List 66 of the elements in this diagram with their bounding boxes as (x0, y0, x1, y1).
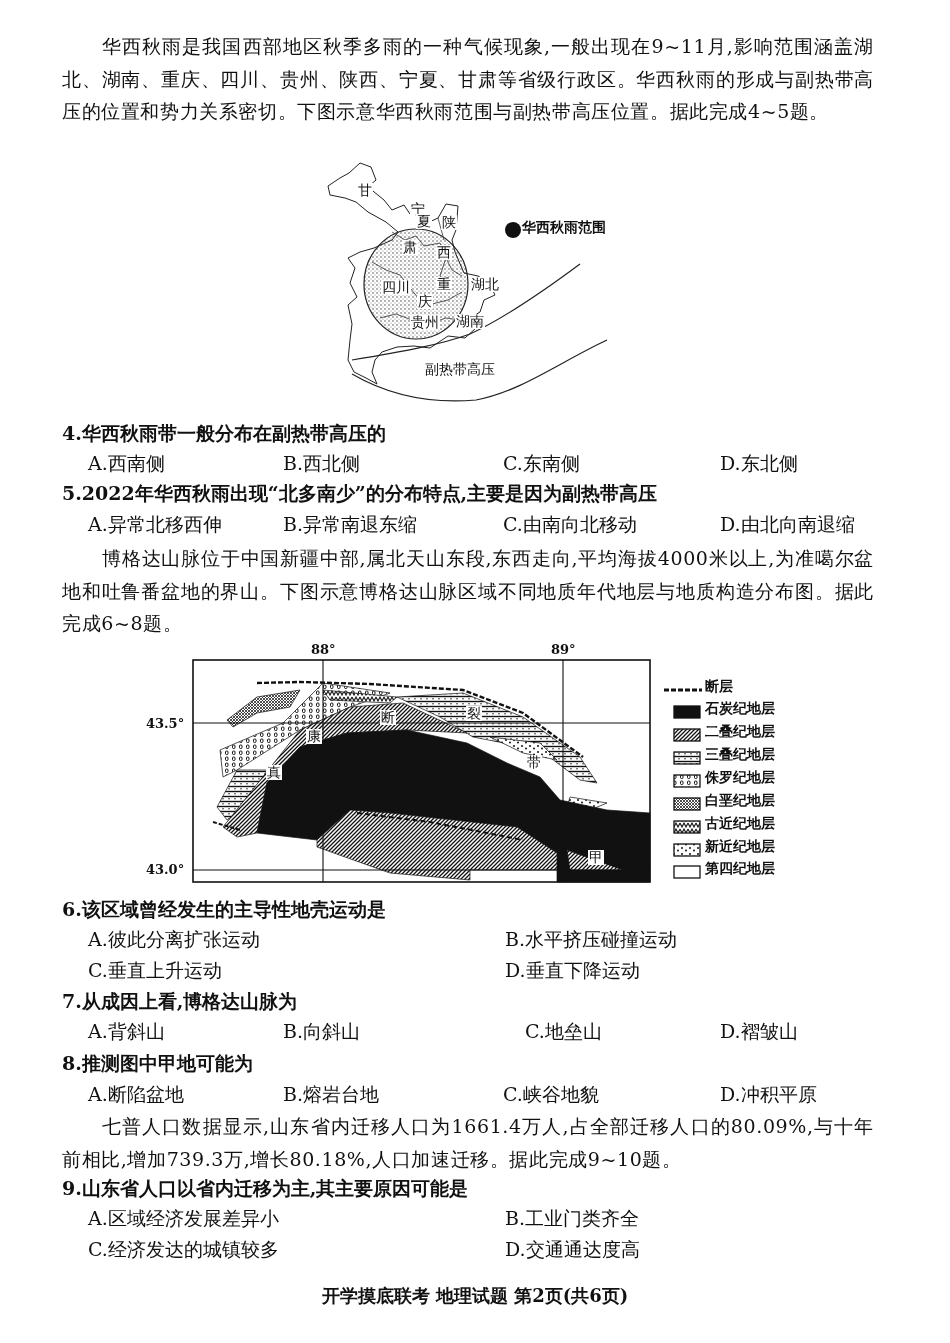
answer-option: C.由南向北移动 (503, 512, 637, 538)
answer-option: D.由北向南退缩 (720, 512, 855, 538)
map-label: 庆 (417, 294, 433, 309)
map-label: 断 (380, 710, 396, 725)
legend-label: 二叠纪地层 (705, 723, 775, 741)
answer-option: C.地垒山 (525, 1019, 602, 1045)
answer-option: D.东北侧 (720, 451, 798, 477)
answer-option: D.冲积平原 (720, 1082, 817, 1108)
passage-text: 博格达山脉位于中国新疆中部,属北天山东段,东西走向,平均海拔4000米以上,为准噶尔盆地和吐鲁番盆地的界山。下图示意博格达山脉区域不同地质年代地层与地质构造分布图。据此完成6~8题。 (62, 546, 874, 636)
page-footer: 开学摸底联考 地理试题 第2页(共6页) (321, 1285, 629, 1306)
answer-option: A.彼此分离扩张运动 (88, 927, 260, 953)
answer-option: D.褶皱山 (720, 1019, 798, 1045)
map-label: 带 (526, 755, 542, 770)
answer-option: B.工业门类齐全 (505, 1206, 639, 1232)
map-label: 西 (436, 245, 452, 260)
answer-option: B.向斜山 (283, 1019, 360, 1045)
map-label: 副热带高压 (424, 362, 496, 377)
answer-option: C.东南侧 (503, 451, 580, 477)
answer-option: C.垂直上升运动 (88, 958, 222, 984)
question-text: 4.华西秋雨带一般分布在副热带高压的 (62, 421, 386, 446)
answer-option: B.异常南退东缩 (283, 512, 417, 538)
question-text: 9.山东省人口以省内迁移为主,其主要原因可能是 (62, 1176, 469, 1201)
answer-option: D.垂直下降运动 (505, 958, 640, 984)
coordinate-label: 43.5° (146, 716, 185, 731)
legend-label: 断层 (705, 678, 733, 696)
answer-option: A.区域经济发展差异小 (88, 1206, 279, 1232)
map-label: 甘 (357, 183, 373, 198)
legend-label: 第四纪地层 (705, 860, 775, 878)
map-label: 陕 (441, 215, 457, 230)
question-text: 5.2022年华西秋雨出现“北多南少”的分布特点,主要是因为副热带高压 (62, 481, 658, 506)
answer-option: B.熔岩台地 (283, 1082, 379, 1108)
map-label: 贵州 (410, 315, 440, 330)
map-label: 夏 (416, 214, 432, 229)
legend-label: 白垩纪地层 (705, 792, 775, 810)
answer-option: B.西北侧 (283, 451, 360, 477)
answer-option: A.异常北移西伸 (88, 512, 222, 538)
legend-label: 新近纪地层 (705, 838, 775, 856)
question-text: 8.推测图中甲地可能为 (62, 1051, 253, 1076)
answer-option: A.断陷盆地 (88, 1082, 184, 1108)
answer-option: A.西南侧 (88, 451, 165, 477)
coordinate-label: 43.0° (146, 862, 185, 877)
question-text: 7.从成因上看,博格达山脉为 (62, 989, 298, 1014)
answer-option: C.峡谷地貌 (503, 1082, 599, 1108)
map-label: 肃 (402, 240, 418, 255)
question-text: 6.该区域曾经发生的主导性地壳运动是 (62, 897, 386, 922)
map-label: 湖北 (470, 277, 500, 292)
map-label: 康 (306, 729, 322, 744)
map-label: 裂 (466, 706, 482, 721)
legend-label: 华西秋雨范围 (522, 219, 606, 237)
answer-option: C.经济发达的城镇较多 (88, 1237, 279, 1263)
coordinate-label: 89° (551, 642, 576, 657)
answer-option: B.水平挤压碰撞运动 (505, 927, 677, 953)
passage-text: 七普人口数据显示,山东省内迁移人口为1661.4万人,占全部迁移人口的80.09%,与十年前相比,增加739.3万,增长80.18%,人口加速迁移。据此完成9~10题。 (62, 1114, 874, 1172)
legend-label: 石炭纪地层 (705, 700, 775, 718)
map-label: 湖南 (455, 314, 485, 329)
answer-option: D.交通通达度高 (505, 1237, 640, 1263)
map-label: 四川 (381, 280, 411, 295)
legend-label: 侏罗纪地层 (705, 769, 775, 787)
passage-text: 华西秋雨是我国西部地区秋季多雨的一种气候现象,一般出现在9~11月,影响范围涵盖湖北、湖南、重庆、四川、贵州、陕西、宁夏、甘肃等省级行政区。华西秋雨的形成与副热带高压的位置和势力关系密切。下图示意华西秋雨范围与副热带高压位置。据此完成4~5题。 (62, 34, 874, 124)
coordinate-label: 88° (311, 642, 336, 657)
map-label: 重 (436, 277, 452, 292)
map-label: 甲 (588, 850, 604, 865)
map-label: 真 (266, 765, 282, 780)
answer-option: A.背斜山 (88, 1019, 165, 1045)
legend-label: 三叠纪地层 (705, 746, 775, 764)
legend-label: 古近纪地层 (705, 815, 775, 833)
